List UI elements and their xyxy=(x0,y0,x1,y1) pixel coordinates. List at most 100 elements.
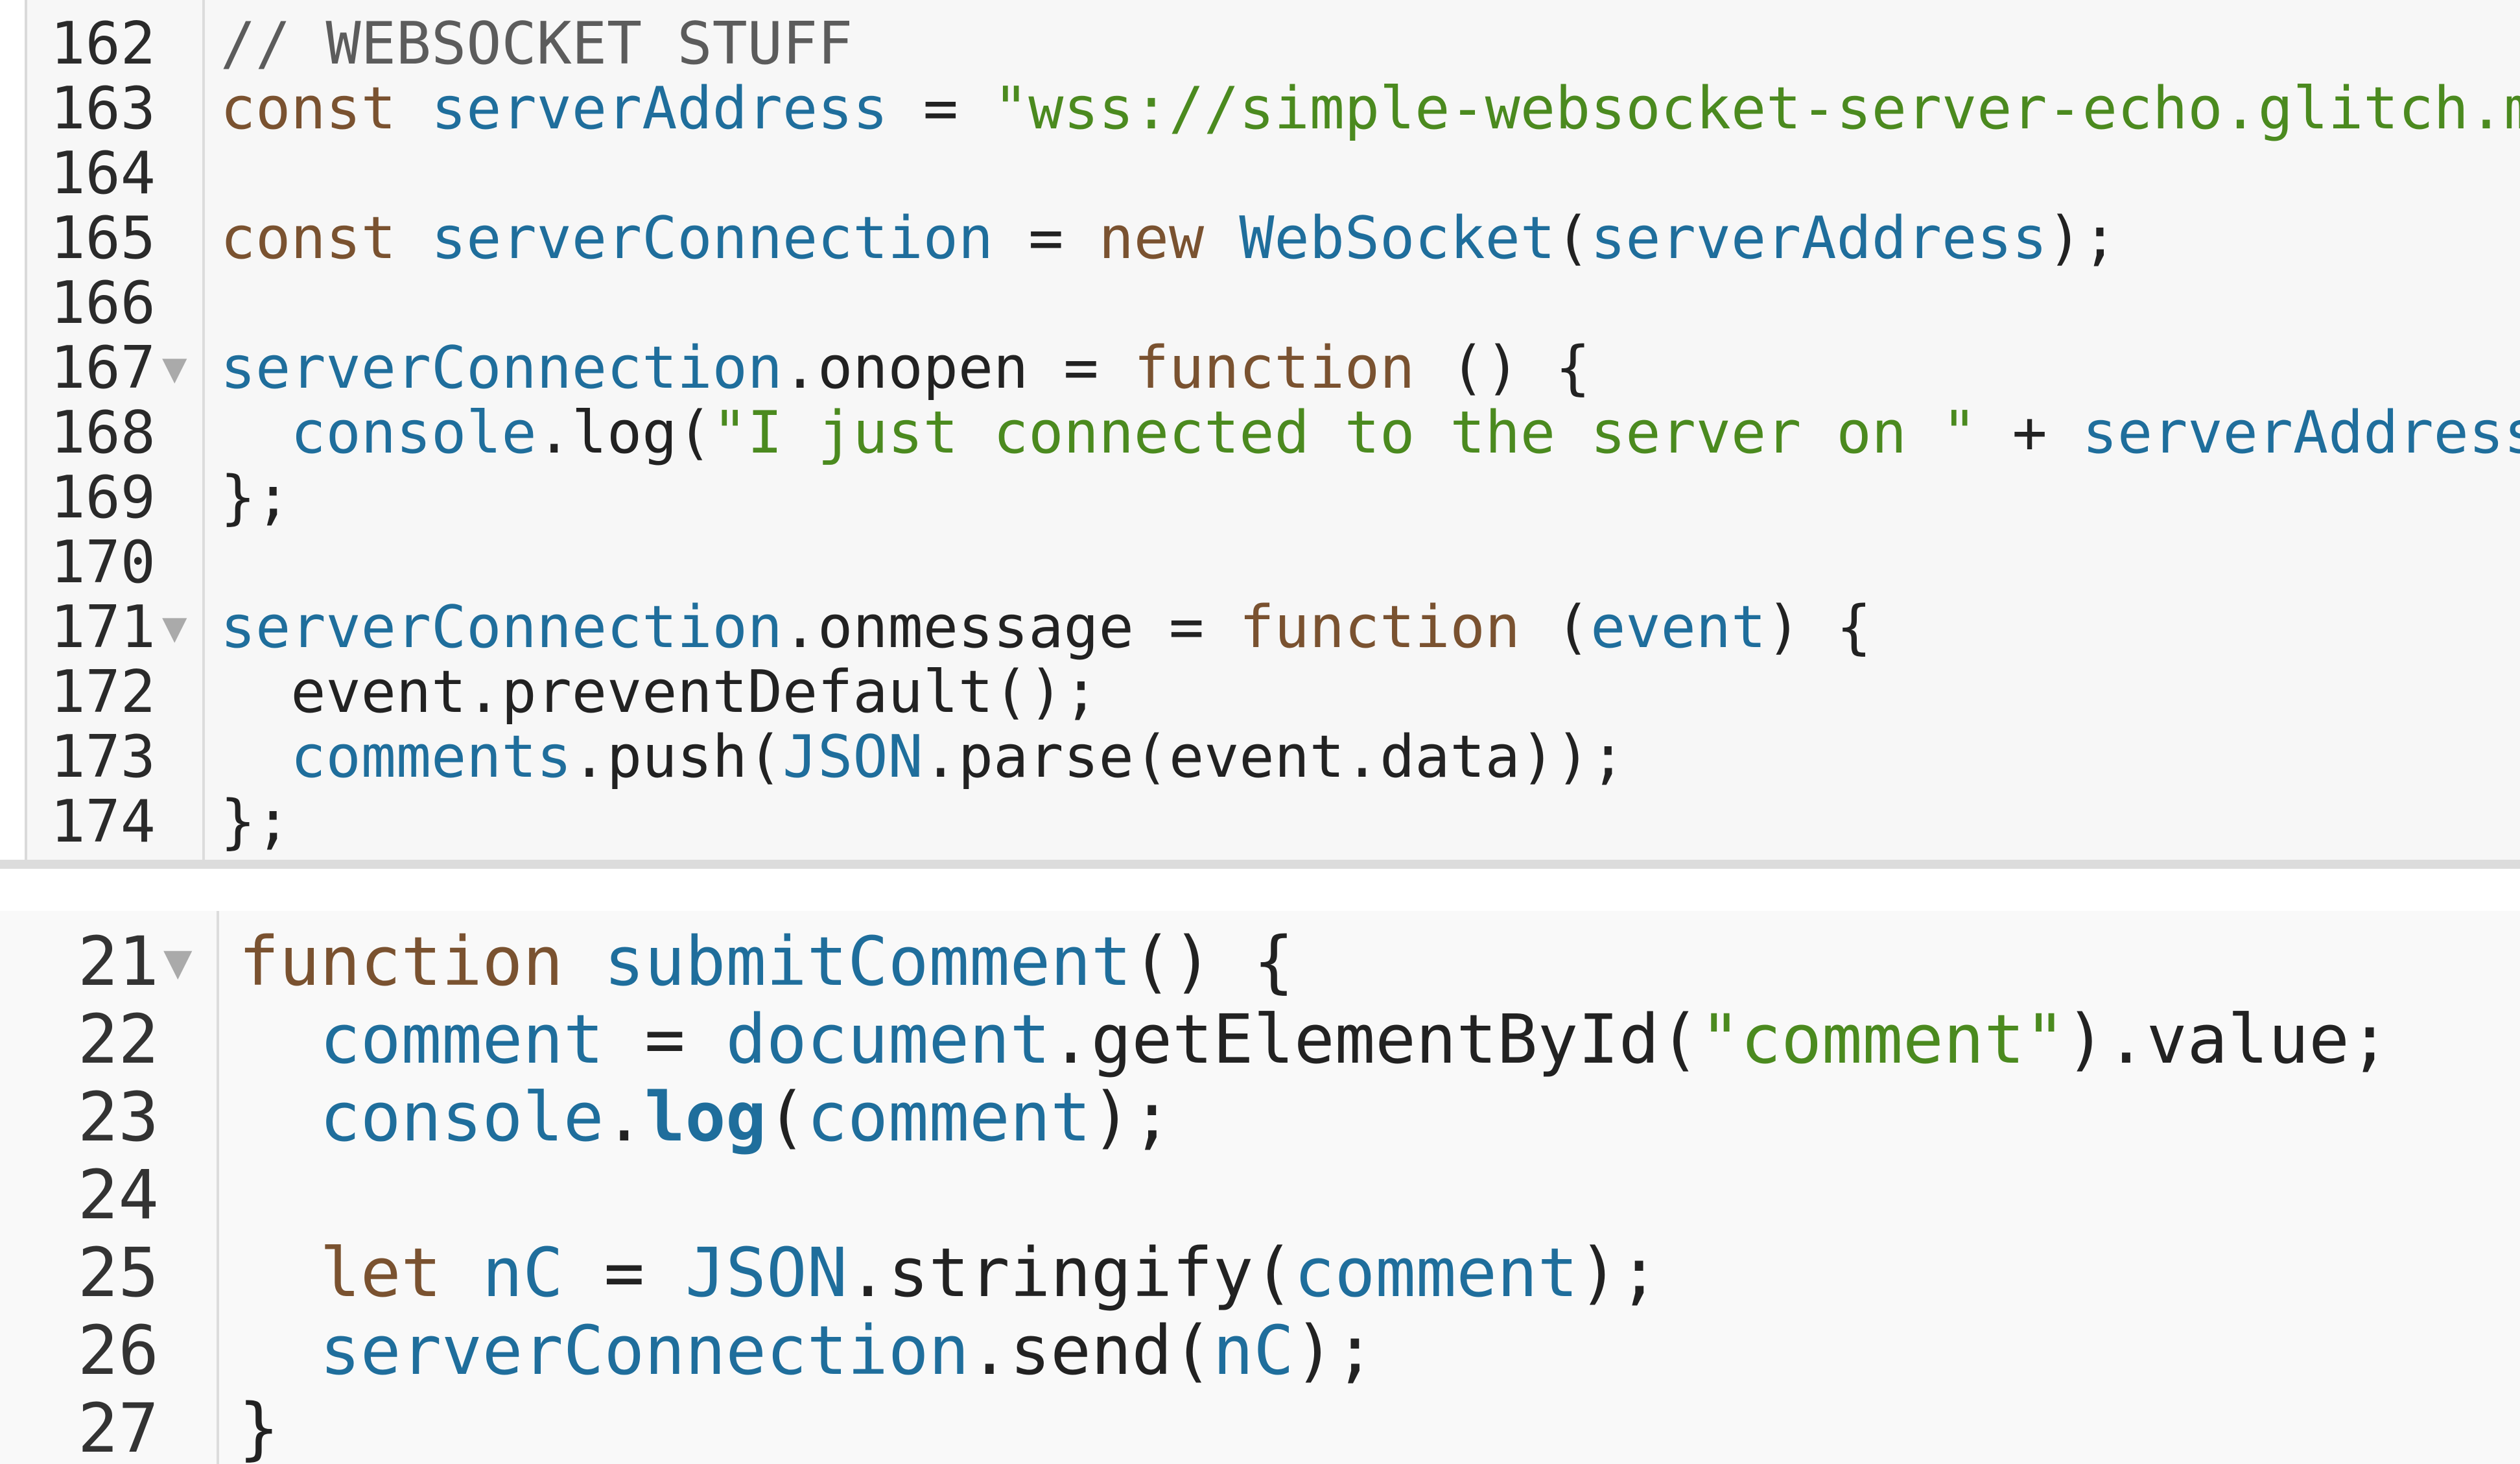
code-token: nC xyxy=(482,1233,563,1312)
code-token: comments xyxy=(290,723,572,791)
fold-triangle-icon[interactable]: ▼ xyxy=(162,344,187,392)
code-text: serverConnection.onmessage = function (e… xyxy=(220,595,1872,660)
code-token: .onmessage = xyxy=(782,593,1240,661)
line-number: 26 xyxy=(77,1311,159,1390)
code-token xyxy=(239,1311,320,1390)
code-line[interactable]: 26 serverConnection.send(nC); xyxy=(0,1312,2520,1389)
code-token: event xyxy=(1590,593,1767,661)
code-token: .stringify( xyxy=(847,1233,1294,1312)
code-line[interactable]: 24 xyxy=(0,1156,2520,1234)
code-token: comment xyxy=(320,1000,604,1079)
code-token: document xyxy=(725,1000,1051,1079)
code-token: .onopen = xyxy=(782,334,1134,402)
code-line[interactable]: 165 const serverConnection = new WebSocke… xyxy=(0,206,2520,271)
code-token: console xyxy=(320,1078,604,1157)
code-token: = xyxy=(563,1233,685,1312)
code-line[interactable]: 166 xyxy=(0,271,2520,336)
code-token: ( xyxy=(766,1078,807,1157)
code-token: "comment" xyxy=(1700,1000,2066,1079)
code-token: ); xyxy=(1578,1233,1660,1312)
code-panel-submit-comment: 21▼function submitComment() {22 comment … xyxy=(0,911,2520,1464)
code-line[interactable]: 168 console.log("I just connected to the… xyxy=(0,401,2520,466)
code-token: // WEBSOCKET STUFF xyxy=(220,10,853,78)
code-token: . xyxy=(604,1078,645,1157)
line-number: 174 xyxy=(50,788,156,856)
code-line[interactable]: 170 xyxy=(0,530,2520,595)
code-line[interactable]: 22 comment = document.getElementById("co… xyxy=(0,1000,2520,1078)
line-number: 165 xyxy=(50,204,156,272)
code-token: function xyxy=(239,922,604,1001)
code-token: ( xyxy=(1555,204,1591,272)
code-line[interactable]: 174}; xyxy=(0,790,2520,855)
code-line[interactable]: 25 let nC = JSON.stringify(comment); xyxy=(0,1234,2520,1312)
code-line[interactable]: 163 const serverAddress = "wss://simple-w… xyxy=(0,77,2520,141)
code-token: .getElementById( xyxy=(1050,1000,1701,1079)
code-line[interactable]: 171▼serverConnection.onmessage = functio… xyxy=(0,595,2520,660)
code-token: = xyxy=(604,1000,726,1079)
code-token: const xyxy=(220,75,432,143)
code-token: ( xyxy=(1520,593,1591,661)
code-text: const serverAddress = "wss://simple-webs… xyxy=(220,77,2520,141)
code-line[interactable]: 27} xyxy=(0,1389,2520,1464)
code-token: serverConnection xyxy=(320,1311,970,1390)
code-token: = xyxy=(993,204,1099,272)
code-token: = xyxy=(888,75,994,143)
line-number: 170 xyxy=(50,528,156,596)
code-text: }; xyxy=(220,790,290,855)
line-number: 168 xyxy=(50,399,156,467)
code-token: ).value; xyxy=(2065,1000,2390,1079)
line-number: 169 xyxy=(50,464,156,532)
code-text: serverConnection.send(nC); xyxy=(239,1312,1375,1389)
fold-triangle-icon[interactable]: ▼ xyxy=(162,604,187,652)
line-number: 24 xyxy=(77,1155,159,1234)
line-number: 27 xyxy=(77,1389,159,1464)
line-number: 162 xyxy=(50,10,156,78)
code-token: event.preventDefault(); xyxy=(220,658,1099,726)
code-text: // WEBSOCKET STUFF xyxy=(220,12,853,77)
panel-edge xyxy=(0,0,27,860)
code-line[interactable]: 164 xyxy=(0,141,2520,206)
code-token: () { xyxy=(1415,334,1591,402)
line-number: 164 xyxy=(50,139,156,207)
code-text: let nC = JSON.stringify(comment); xyxy=(239,1233,1660,1312)
line-number: 166 xyxy=(50,269,156,337)
code-line[interactable]: 172 event.preventDefault(); xyxy=(0,660,2520,725)
code-token: const xyxy=(220,204,432,272)
code-text: function submitComment() { xyxy=(239,923,1294,1000)
code-token: serverAddress xyxy=(2082,399,2520,467)
code-token: comment xyxy=(807,1078,1091,1157)
code-line[interactable]: 23 console.log(comment); xyxy=(0,1078,2520,1156)
code-text: event.preventDefault(); xyxy=(220,658,1099,726)
code-token: .send( xyxy=(969,1311,1213,1390)
code-text: comments.push(JSON.parse(event.data)); xyxy=(220,725,1625,790)
code-line[interactable]: 162 // WEBSOCKET STUFF xyxy=(0,12,2520,77)
code-token: }; xyxy=(220,788,291,856)
line-number: 172 xyxy=(50,658,156,726)
code-token: new xyxy=(1098,204,1240,272)
code-token: log xyxy=(644,1078,766,1157)
code-token xyxy=(220,723,290,791)
code-token: JSON xyxy=(685,1233,848,1312)
code-panel-websocket: 162 // WEBSOCKET STUFF 163 const serverAddr… xyxy=(0,0,2520,869)
code-text: console.log(comment); xyxy=(239,1078,1172,1156)
code-token: ); xyxy=(2047,204,2118,272)
code-text: console.log("I just connected to the ser… xyxy=(220,401,2520,466)
code-token: WebSocket xyxy=(1239,204,1556,272)
gutter-divider xyxy=(202,0,205,860)
code-token: ) { xyxy=(1766,593,1872,661)
code-token xyxy=(220,399,290,467)
code-token: }; xyxy=(220,464,291,532)
code-token: function xyxy=(1133,334,1415,402)
code-line[interactable]: 173 comments.push(JSON.parse(event.data)… xyxy=(0,725,2520,790)
code-token: serverConnection xyxy=(431,204,994,272)
code-line[interactable]: 167▼serverConnection.onopen = function (… xyxy=(0,336,2520,401)
fold-triangle-icon[interactable]: ▼ xyxy=(163,934,193,989)
code-line[interactable]: 21▼function submitComment() { xyxy=(0,923,2520,1000)
line-number: 22 xyxy=(77,1000,159,1079)
code-token: + xyxy=(1977,399,2082,467)
line-number: 163 xyxy=(50,75,156,143)
code-line[interactable]: 169}; xyxy=(0,466,2520,530)
code-token: .push( xyxy=(571,723,783,791)
code-token xyxy=(239,1078,320,1157)
code-token: .log( xyxy=(536,399,712,467)
